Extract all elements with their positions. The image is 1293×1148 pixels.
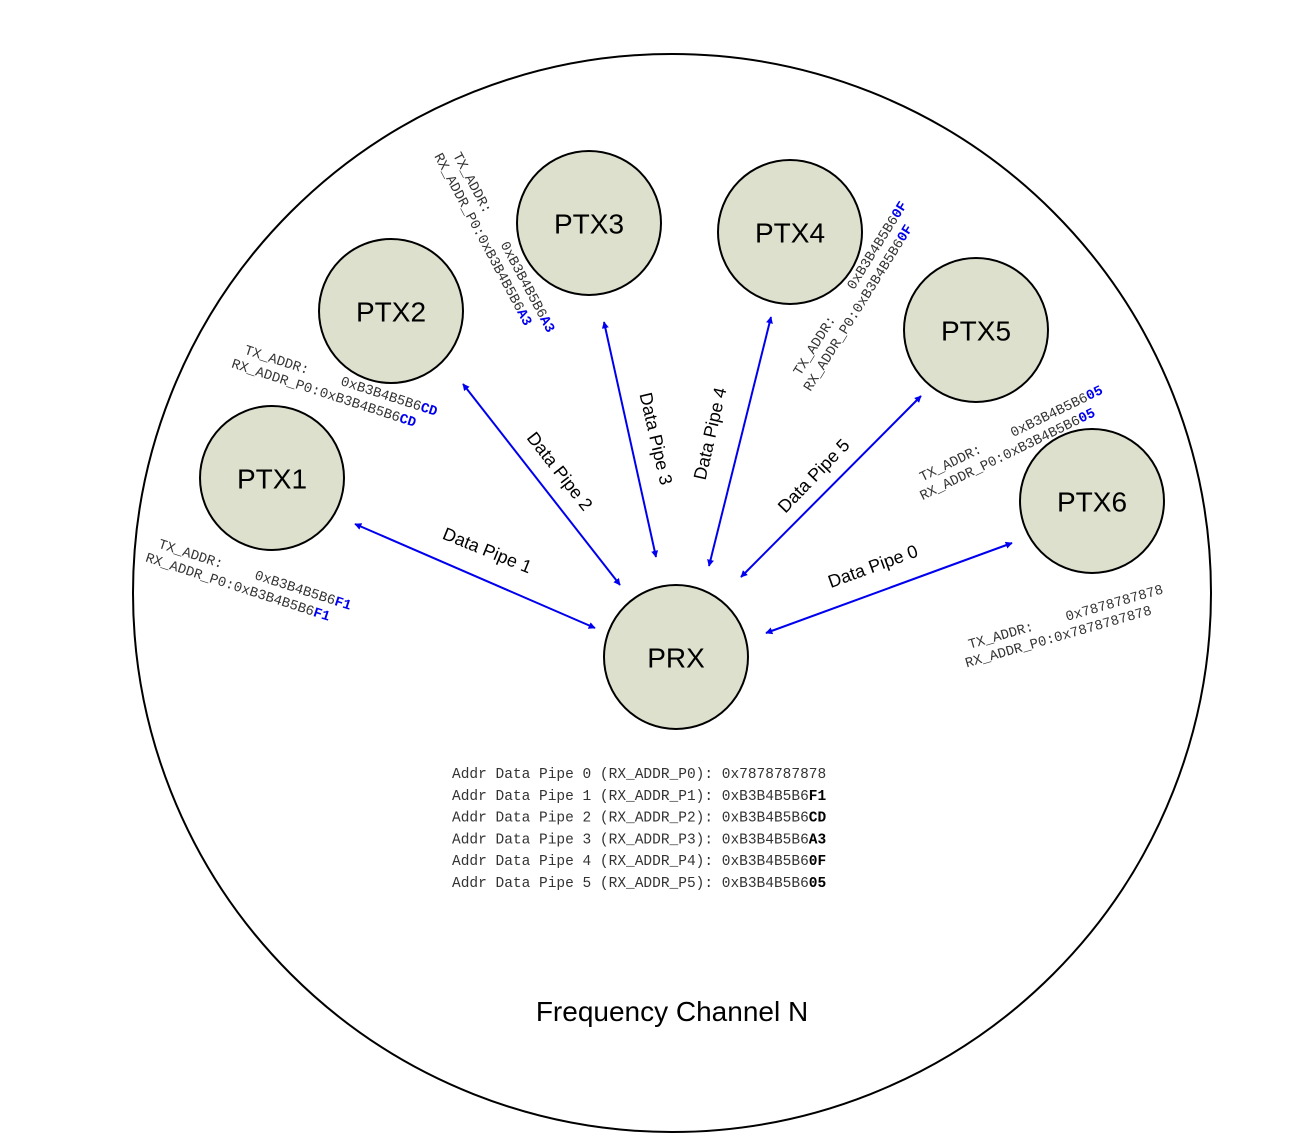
- ptx5-circle: [903, 257, 1049, 403]
- address-table-suffix: 0F: [809, 854, 826, 870]
- address-table-row: Addr Data Pipe 4 (RX_ADDR_P4): 0xB3B4B5B…: [452, 854, 826, 870]
- address-table-row: Addr Data Pipe 3 (RX_ADDR_P3): 0xB3B4B5B…: [452, 832, 826, 848]
- ptx3-label: PTX3: [554, 209, 624, 240]
- ptx2-label: PTX2: [356, 297, 426, 328]
- node-prx: PRX: [603, 584, 749, 730]
- rx-addr-value-suffix: F1: [311, 605, 332, 625]
- rx-addr-value-suffix: 05: [1076, 406, 1098, 428]
- address-table-suffix: 05: [809, 876, 826, 892]
- node-ptx3: PTX3: [516, 150, 662, 296]
- address-table-label: Addr Data Pipe 5 (RX_ADDR_P5):: [452, 876, 722, 892]
- rx-addr-value-suffix: A3: [512, 307, 534, 329]
- address-table-row: Addr Data Pipe 2 (RX_ADDR_P2): 0xB3B4B5B…: [452, 811, 826, 827]
- address-table-prefix: 0xB3B4B5B6: [722, 854, 809, 870]
- address-table-suffix: CD: [809, 811, 827, 827]
- ptx2-circle: [318, 238, 464, 384]
- address-table-prefix: 0xB3B4B5B6: [722, 832, 809, 848]
- tx-addr-value-suffix: 05: [1084, 383, 1106, 405]
- ptx4-label: PTX4: [755, 218, 825, 249]
- address-table-suffix: F1: [809, 789, 827, 805]
- node-ptx2: PTX2: [318, 238, 464, 384]
- ptx6-circle: [1019, 428, 1165, 574]
- address-table-row: Addr Data Pipe 0 (RX_ADDR_P0): 0x7878787…: [452, 767, 826, 783]
- ptx4-circle: [717, 159, 863, 305]
- address-table-prefix: 0xB3B4B5B6: [722, 876, 809, 892]
- address-table: Addr Data Pipe 0 (RX_ADDR_P0): 0x7878787…: [452, 767, 826, 892]
- data-pipe-label-ptx6: Data Pipe 0: [825, 541, 920, 592]
- ptx5-label: PTX5: [941, 316, 1011, 347]
- address-table-suffix: A3: [809, 832, 826, 848]
- data-pipe-label-ptx2: Data Pipe 2: [523, 428, 597, 514]
- tx-addr-value-suffix: 0F: [889, 199, 911, 222]
- data-pipe-arrow-ptx6: [765, 541, 1013, 635]
- data-pipe-arrow-ptx4: [707, 316, 773, 567]
- rx-addr-value-suffix: 0F: [895, 222, 917, 245]
- prx-label: PRX: [647, 643, 705, 674]
- address-table-row: Addr Data Pipe 1 (RX_ADDR_P1): 0xB3B4B5B…: [452, 789, 826, 805]
- address-table-prefix: 0x7878787878: [722, 767, 826, 783]
- data-pipe-arrow-ptx2: [462, 383, 621, 586]
- frequency-channel-boundary: [132, 53, 1212, 1133]
- address-table-label: Addr Data Pipe 3 (RX_ADDR_P3):: [452, 832, 722, 848]
- node-ptx4: PTX4: [717, 159, 863, 305]
- address-table-prefix: 0xB3B4B5B6: [722, 789, 809, 805]
- address-table-label: Addr Data Pipe 2 (RX_ADDR_P2):: [452, 811, 722, 827]
- node-ptx6: PTX6: [1019, 428, 1165, 574]
- node-ptx5: PTX5: [903, 257, 1049, 403]
- ptx1-label: PTX1: [237, 464, 307, 495]
- ptx6-label: PTX6: [1057, 487, 1127, 518]
- ptx3-circle: [516, 150, 662, 296]
- node-ptx1: PTX1: [199, 405, 345, 551]
- tx-addr-value-suffix: F1: [332, 594, 353, 614]
- address-table-row: Addr Data Pipe 5 (RX_ADDR_P5): 0xB3B4B5B…: [452, 876, 826, 892]
- tx-addr-value-suffix: A3: [535, 313, 557, 335]
- prx-circle: [603, 584, 749, 730]
- data-pipe-label-ptx1: Data Pipe 1: [440, 524, 535, 578]
- address-annotation-ptx6: TX_ADDR:0x7878787878RX_ADDR_P0:0x7878787…: [964, 583, 1166, 673]
- rx-addr-value-suffix: CD: [397, 411, 418, 431]
- data-pipe-arrow-ptx3: [601, 321, 659, 558]
- data-pipe-label-ptx4: Data Pipe 4: [690, 386, 731, 482]
- address-table-label: Addr Data Pipe 1 (RX_ADDR_P1):: [452, 789, 722, 805]
- address-table-label: Addr Data Pipe 0 (RX_ADDR_P0):: [452, 767, 722, 783]
- address-table-label: Addr Data Pipe 4 (RX_ADDR_P4):: [452, 854, 722, 870]
- address-table-prefix: 0xB3B4B5B6: [722, 811, 809, 827]
- ptx1-circle: [199, 405, 345, 551]
- tx-addr-value-suffix: CD: [418, 400, 439, 420]
- address-annotation-ptx1: TX_ADDR:0xB3B4B5B6F1RX_ADDR_P0:0xB3B4B5B…: [143, 537, 353, 626]
- data-pipe-label-ptx3: Data Pipe 3: [636, 391, 677, 487]
- frequency-channel-caption: Frequency Channel N: [536, 996, 808, 1027]
